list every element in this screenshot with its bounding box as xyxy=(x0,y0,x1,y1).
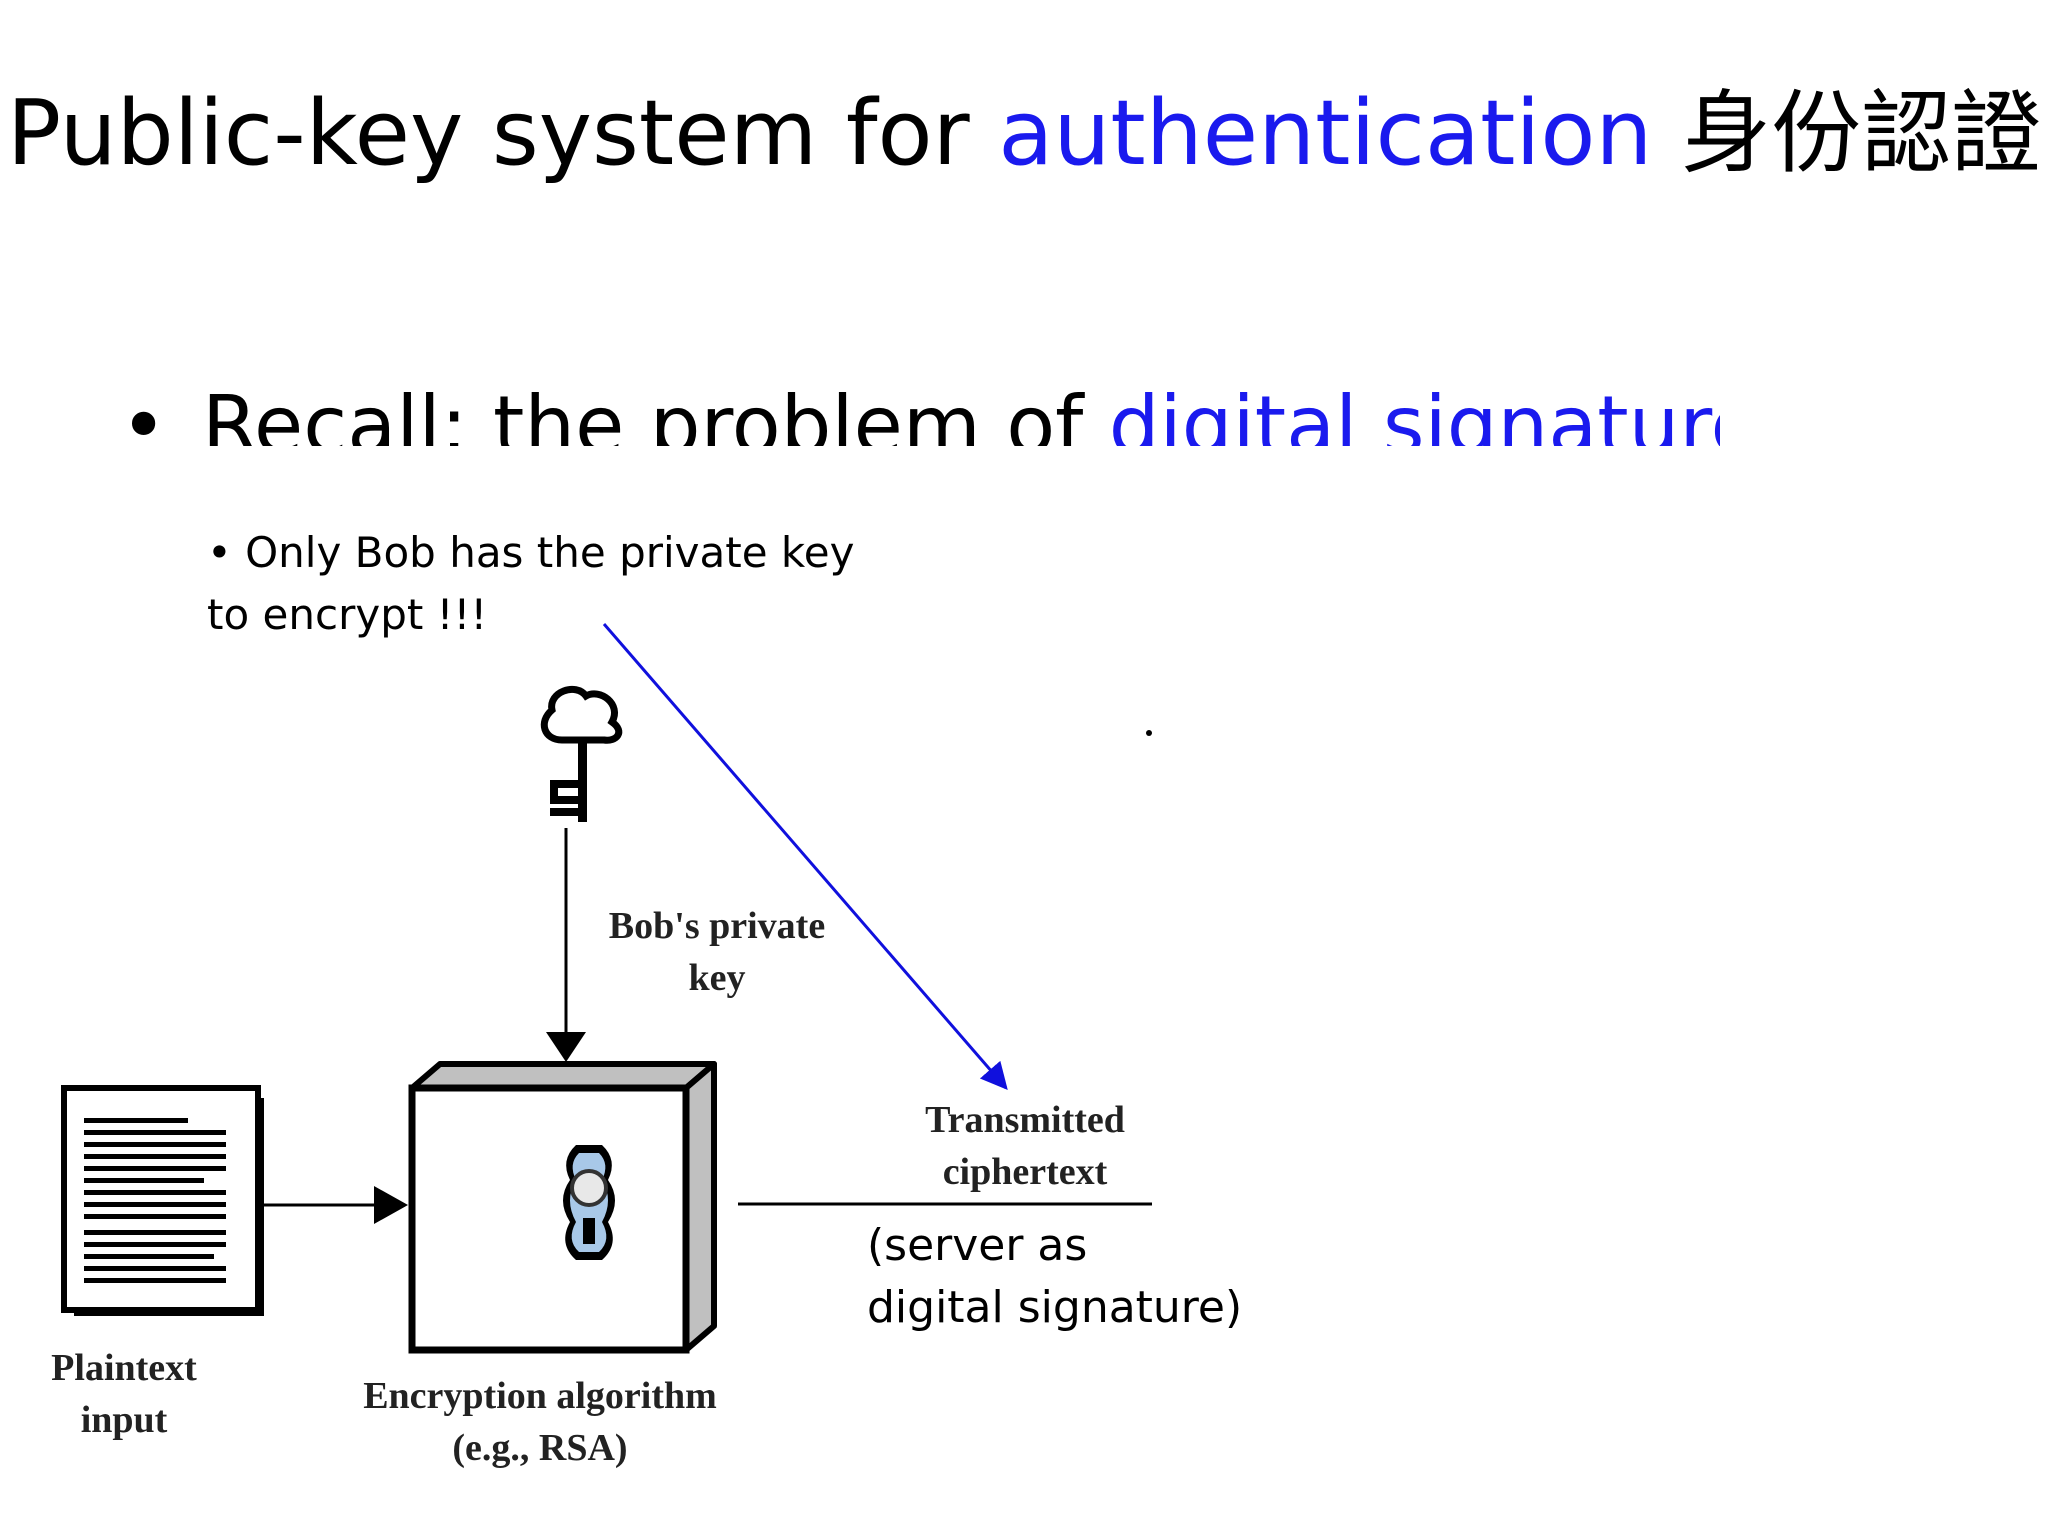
note-line-2: to encrypt !!! xyxy=(207,590,488,639)
encryption-label: Encryption algorithm(e.g., RSA) xyxy=(363,1375,717,1469)
key-icon xyxy=(540,685,623,822)
annotation-arrow xyxy=(602,623,1008,1091)
title-suffix: 身份認證 xyxy=(1652,81,2042,186)
lock-icon xyxy=(563,1145,615,1260)
stray-dot xyxy=(1146,730,1152,736)
bullet-point: • Recall: the problem of digital signatur… xyxy=(120,370,1720,446)
bullet-dot-icon: • xyxy=(120,379,168,446)
title-prefix: Public-key system for xyxy=(6,81,999,186)
document-icon xyxy=(61,1085,264,1316)
digital-signature-caption: (server as digital signature) xyxy=(867,1215,1242,1339)
title-highlight: authentication xyxy=(998,81,1653,186)
private-key-note: • Only Bob has the private key to encrypt… xyxy=(207,522,854,646)
plaintext-arrow-head xyxy=(374,1186,408,1224)
encryption-box xyxy=(408,1061,717,1354)
bullet-highlight: digital signature xyxy=(1108,379,1720,446)
caption-line-1: (server as xyxy=(867,1220,1088,1271)
bullet-prefix: Recall: the problem of xyxy=(202,379,1109,446)
note-line-1: • Only Bob has the private key xyxy=(207,528,855,577)
slide-title: Public-key system for authentication 身份認… xyxy=(0,72,2048,196)
key-arrow-head xyxy=(546,1032,586,1062)
caption-line-2: digital signature) xyxy=(867,1282,1243,1333)
